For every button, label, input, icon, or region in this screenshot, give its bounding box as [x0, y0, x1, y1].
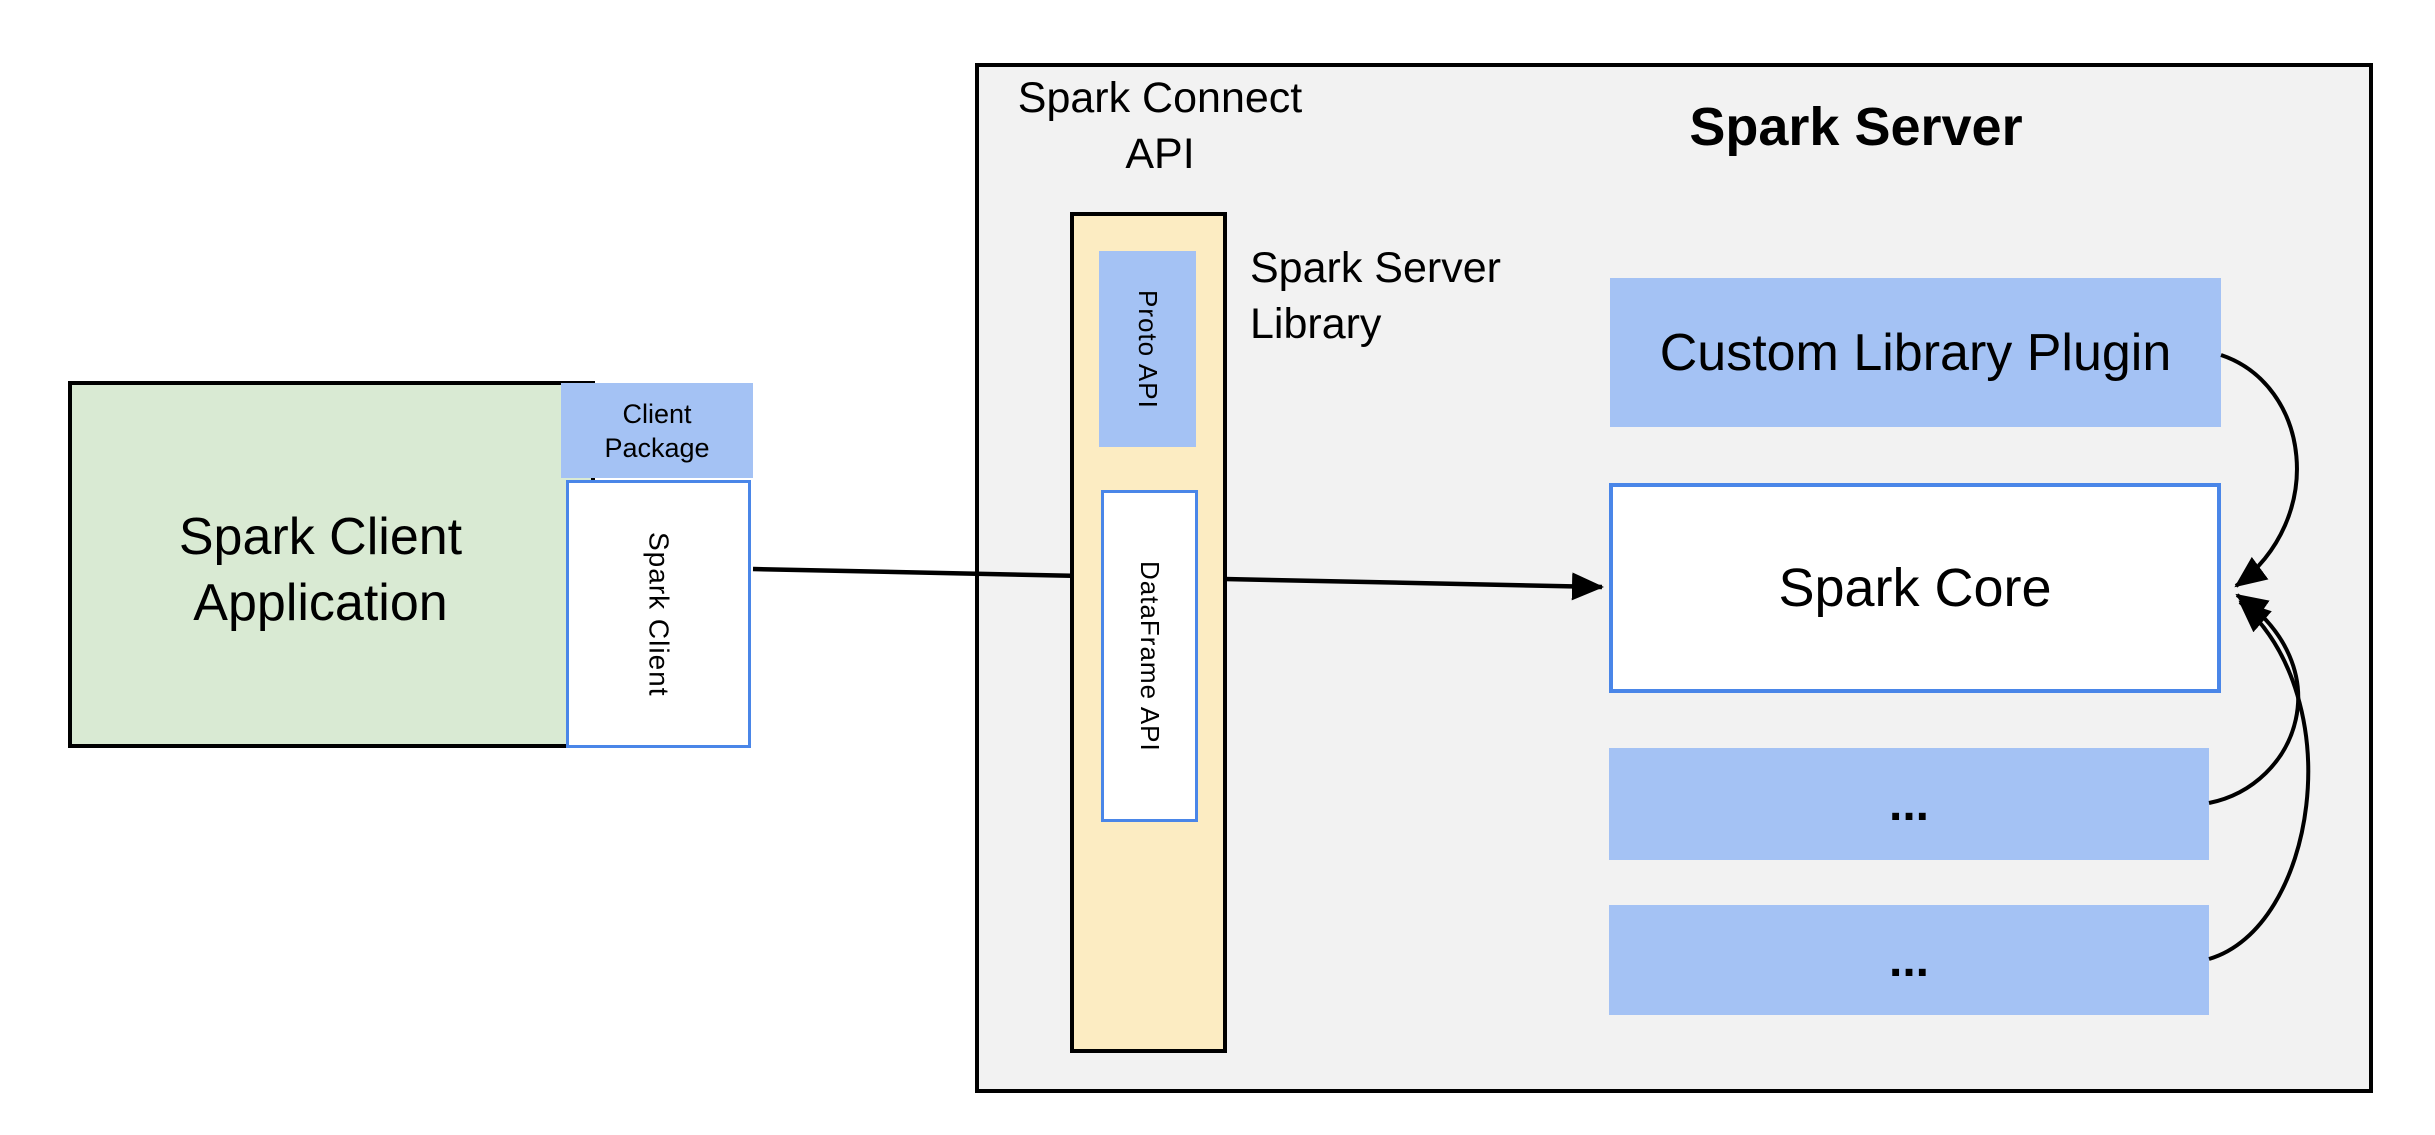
dataframe-api-label: DataFrame API — [1135, 560, 1165, 752]
spark-server-title: Spark Server — [1689, 97, 2023, 157]
spark-client-application-label: Spark Client Application — [178, 508, 463, 632]
plugin-placeholder-box-2: ... — [1609, 905, 2209, 1015]
spark-core-box: Spark Core — [1609, 483, 2221, 693]
proto-api-box: Proto API — [1099, 251, 1196, 447]
spark-connect-api-label: Spark Connect API — [1017, 74, 1303, 178]
proto-api-label: Proto API — [1133, 289, 1163, 409]
dataframe-api-box: DataFrame API — [1101, 490, 1198, 822]
spark-client-label: Spark Client — [643, 531, 675, 697]
plugin-placeholder-box-1: ... — [1609, 748, 2209, 860]
spark-client-box: Spark Client — [566, 480, 751, 748]
spark-client-application-box — [68, 381, 595, 748]
client-package-box: Client Package — [561, 383, 753, 478]
custom-library-plugin-box: Custom Library Plugin — [1610, 278, 2221, 427]
spark-server-library-label: Spark Server Library — [1250, 244, 1501, 348]
